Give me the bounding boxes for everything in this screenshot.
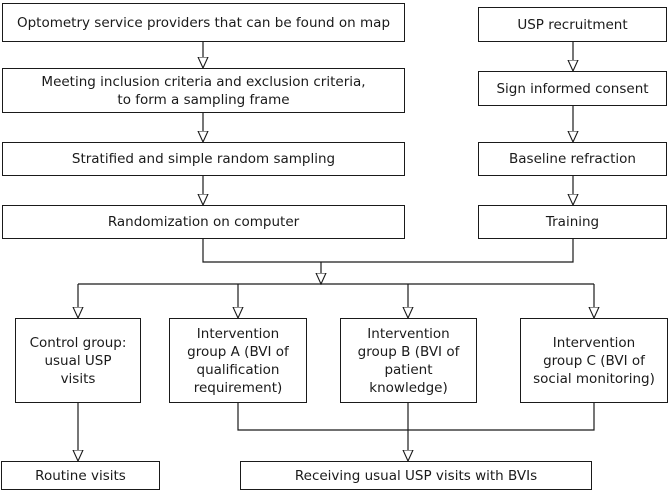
step-informed-consent: Sign informed consent [478,71,667,106]
step-training: Training [478,205,667,239]
group-control: Control group: usual USP visits [15,318,141,403]
group-intervention-a: Intervention group A (BVI of qualificati… [169,318,307,403]
step-map-providers: Optometry service providers that can be … [2,3,405,42]
outcome-merge-connector [237,403,595,431]
step-sampling-frame: Meeting inclusion criteria and exclusion… [2,68,405,113]
group-intervention-b: Intervention group B (BVI of patient kno… [340,318,477,403]
outcome-routine-visits: Routine visits [1,461,160,490]
group-intervention-c: Intervention group C (BVI of social moni… [520,318,668,403]
merge-connector [202,239,574,263]
outcome-bvi-visits: Receiving usual USP visits with BVIs [240,461,592,490]
step-usp-recruitment: USP recruitment [478,7,667,42]
step-baseline-refraction: Baseline refraction [478,142,667,176]
step-randomization: Randomization on computer [2,205,405,239]
step-random-sampling: Stratified and simple random sampling [2,142,405,176]
